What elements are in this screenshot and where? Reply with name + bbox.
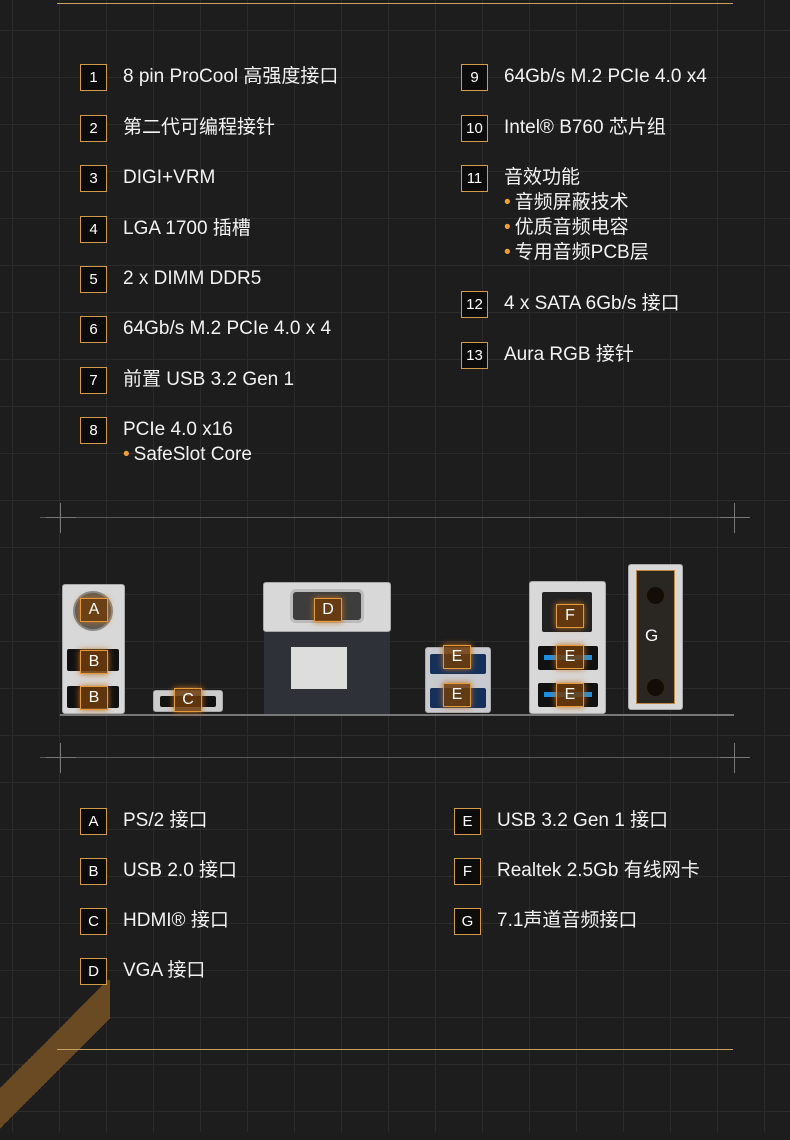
legend-item-number: C — [80, 908, 107, 935]
feature-item-label: Aura RGB 接针 — [504, 344, 634, 365]
feature-item: 5 2 x DIMM DDR5 — [80, 266, 261, 293]
port-tag-c: C — [174, 688, 202, 712]
feature-item-number: 6 — [80, 316, 107, 343]
legend-item-label: Realtek 2.5Gb 有线网卡 — [497, 860, 700, 881]
feature-item-number: 5 — [80, 266, 107, 293]
port-tag-b: B — [80, 650, 108, 674]
feature-item-label: PCIe 4.0 x16 — [123, 419, 233, 440]
feature-item-number: 9 — [461, 64, 488, 91]
legend-item-number: D — [80, 958, 107, 985]
port-tag-b: B — [80, 686, 108, 710]
crosshair-mark — [720, 503, 750, 533]
section-divider — [40, 517, 750, 518]
sub-feature-label: 优质音频电容 — [514, 217, 629, 238]
bullet-icon: • — [504, 192, 511, 213]
port-tag-e: E — [443, 645, 471, 669]
port-tag-d: D — [314, 598, 342, 622]
corner-accent — [0, 980, 110, 1140]
crosshair-mark — [46, 503, 76, 533]
feature-item-number: 12 — [461, 291, 488, 318]
legend-item-label: USB 2.0 接口 — [123, 860, 238, 881]
legend-item: D VGA 接口 — [80, 958, 205, 985]
feature-item: 2 第二代可编程接针 — [80, 115, 275, 142]
sub-feature-label: 专用音频PCB层 — [514, 242, 649, 263]
feature-item: 4 LGA 1700 插槽 — [80, 216, 251, 243]
feature-item-number: 13 — [461, 342, 488, 369]
legend-item-label: VGA 接口 — [123, 960, 206, 981]
legend-item: G 7.1声道音频接口 — [454, 908, 637, 935]
port-tag-e: E — [443, 683, 471, 707]
feature-item-number: 8 — [80, 417, 107, 444]
sub-feature: •音频屏蔽技术 — [504, 190, 649, 215]
feature-item-label: 前置 USB 3.2 Gen 1 — [123, 369, 295, 390]
legend-item: F Realtek 2.5Gb 有线网卡 — [454, 858, 700, 885]
feature-item-number: 7 — [80, 367, 107, 394]
feature-item-number: 11 — [461, 165, 488, 192]
vga-bracket — [264, 632, 390, 714]
port-tag-f: F — [556, 604, 584, 628]
legend-item: A PS/2 接口 — [80, 808, 207, 835]
port-tag-g: G — [645, 626, 659, 645]
feature-item-number: 10 — [461, 115, 488, 142]
feature-item: 3 DIGI+VRM — [80, 165, 215, 192]
port-tag-a: A — [80, 598, 108, 622]
legend-item-label: PS/2 接口 — [123, 810, 208, 831]
audio-jack-stack — [628, 564, 683, 710]
feature-item-label: 64Gb/s M.2 PCIe 4.0 x4 — [504, 66, 707, 87]
feature-item: 13 Aura RGB 接针 — [461, 342, 634, 369]
feature-item-number: 1 — [80, 64, 107, 91]
legend-item-number: B — [80, 858, 107, 885]
sub-feature: •专用音频PCB层 — [504, 240, 649, 265]
legend-item-number: G — [454, 908, 481, 935]
feature-item-number: 2 — [80, 115, 107, 142]
bullet-icon: • — [504, 242, 511, 263]
bottom-divider — [57, 1049, 733, 1050]
feature-item-label: DIGI+VRM — [123, 167, 216, 188]
port-tag-e: E — [556, 683, 584, 707]
feature-item: 1 8 pin ProCool 高强度接口 — [80, 64, 338, 91]
bullet-icon: • — [504, 217, 511, 238]
feature-item: 9 64Gb/s M.2 PCIe 4.0 x4 — [461, 64, 707, 91]
legend-item: C HDMI® 接口 — [80, 908, 229, 935]
feature-item-label: 2 x DIMM DDR5 — [123, 268, 262, 289]
feature-item: 10 Intel® B760 芯片组 — [461, 115, 666, 142]
sub-feature: •优质音频电容 — [504, 215, 649, 240]
crosshair-mark — [720, 743, 750, 773]
sub-feature: •SafeSlot Core — [123, 442, 252, 467]
legend-item: B USB 2.0 接口 — [80, 858, 237, 885]
feature-item-label: LGA 1700 插槽 — [123, 218, 251, 239]
feature-item-label: 4 x SATA 6Gb/s 接口 — [504, 293, 680, 314]
legend-item-label: USB 3.2 Gen 1 接口 — [497, 810, 669, 831]
feature-item-label: 第二代可编程接针 — [123, 117, 276, 138]
top-divider — [57, 3, 733, 4]
feature-item: 7 前置 USB 3.2 Gen 1 — [80, 367, 294, 394]
feature-item: 6 64Gb/s M.2 PCIe 4.0 x 4 — [80, 316, 331, 343]
feature-item-number: 4 — [80, 216, 107, 243]
feature-item-label: 8 pin ProCool 高强度接口 — [123, 66, 339, 87]
section-divider — [40, 757, 750, 758]
legend-item-number: F — [454, 858, 481, 885]
feature-item: 12 4 x SATA 6Gb/s 接口 — [461, 291, 680, 318]
bullet-icon: • — [123, 444, 130, 465]
legend-item: E USB 3.2 Gen 1 接口 — [454, 808, 668, 835]
feature-item-number: 3 — [80, 165, 107, 192]
feature-item-label: Intel® B760 芯片组 — [504, 117, 666, 138]
legend-item-number: A — [80, 808, 107, 835]
legend-item-number: E — [454, 808, 481, 835]
sub-feature-label: SafeSlot Core — [133, 444, 252, 465]
sub-feature-label: 音频屏蔽技术 — [514, 192, 629, 213]
feature-item-label: 64Gb/s M.2 PCIe 4.0 x 4 — [123, 318, 332, 339]
legend-item-label: HDMI® 接口 — [123, 910, 229, 931]
legend-item-label: 7.1声道音频接口 — [497, 910, 638, 931]
port-tag-e: E — [556, 645, 584, 669]
feature-item-label: 音效功能 — [504, 167, 581, 188]
crosshair-mark — [46, 743, 76, 773]
